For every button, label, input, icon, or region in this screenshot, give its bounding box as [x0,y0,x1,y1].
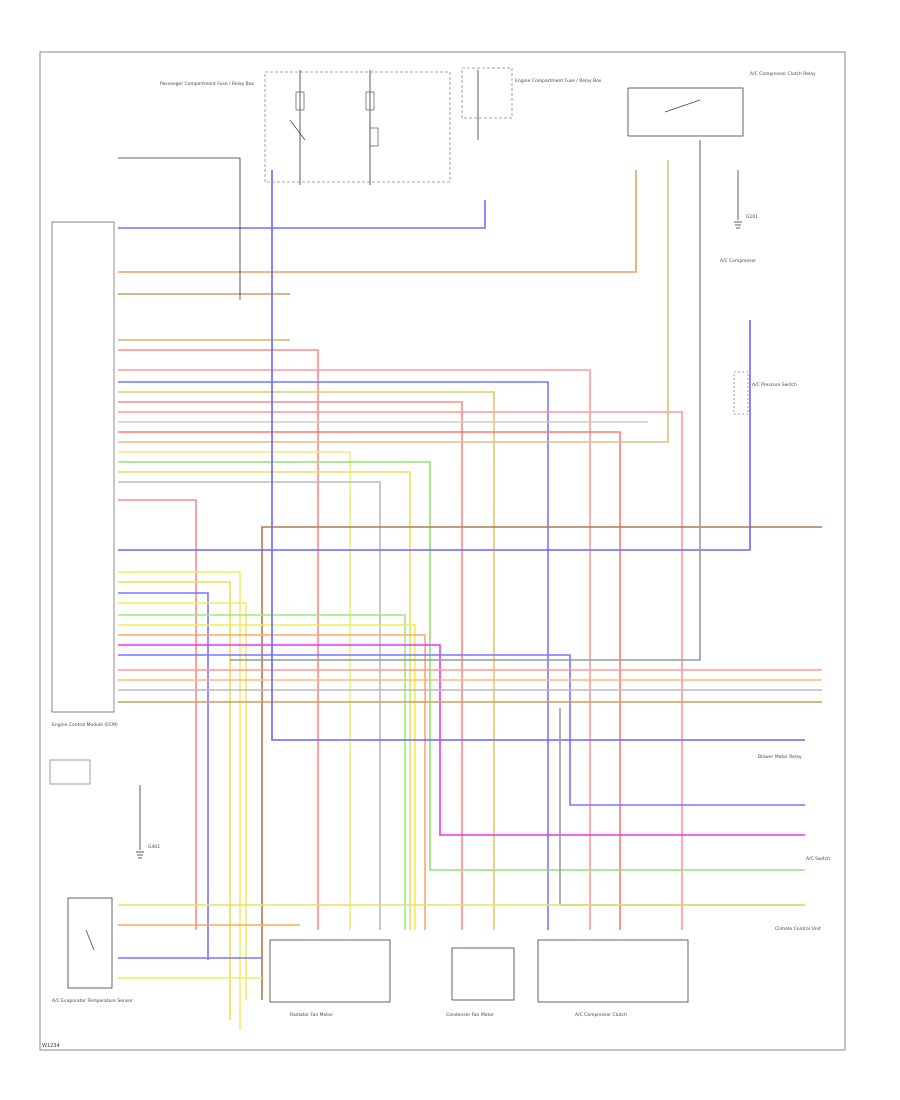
ground-left-label: G401 [148,844,160,850]
wire-blue-3 [118,654,805,806]
ground-left [136,851,144,859]
wire-blue-4 [271,170,805,741]
motor-2-label: Condenser Fan Motor [446,1012,494,1018]
motor-3-box [537,939,689,1003]
wire-blue-top [118,200,486,229]
junction-block-box [264,71,451,183]
wire-tan-3 [118,160,669,443]
compressor-label: A/C Compressor [720,258,756,264]
right-label-2: A/C Switch [806,856,830,862]
wire-yellow-5 [118,581,231,1020]
motor-1-box [269,939,391,1003]
motor-2-box [451,947,515,1001]
small-connector-box [49,759,91,785]
wire-blue-2 [118,592,209,960]
wire-yellow-7 [118,624,416,930]
hvac-unit-label: A/C Evaporator Temperature Sensor [52,998,133,1004]
wire-red-4 [118,411,683,930]
fuse-2 [365,91,375,111]
wires [118,70,822,1030]
ground-top-right [734,221,742,229]
wire-blue-mid [118,381,549,930]
ac-relay-box [627,87,744,137]
wire-brown-long [261,526,822,1000]
fuse-1 [295,91,305,111]
ground-right-label: G101 [746,214,758,220]
wire-black-1 [118,157,241,300]
wire-blue-long [118,320,751,551]
relay-switch [289,119,306,141]
ac-relay-switch [664,99,701,113]
ecu-label: Engine Control Module (ECM) [52,722,118,728]
wire-red-2 [118,369,591,930]
ecu-box [51,221,115,713]
thermo-switch-box [733,371,749,415]
fuse-panel-label: Engine Compartment Fuse / Relay Box [515,78,602,84]
wire-green-2 [118,614,406,930]
diagram-frame [39,51,846,1051]
fuse-3 [369,127,379,147]
thermo-switch-label: A/C Pressure Switch [752,382,797,388]
wire-yellow-3 [118,471,411,930]
wire-orange-top [118,170,637,273]
hvac-unit-switch [85,929,95,951]
wire-yellow-1 [118,391,495,930]
right-label-3: Climate Control Unit [775,926,821,932]
ac-relay-label: A/C Compressor Clutch Relay [750,71,816,77]
junction-block-label: Passenger Compartment Fuse / Relay Box [160,81,254,87]
wire-red-6 [118,499,197,930]
wire-gray-3 [230,140,701,661]
motor-3-label: A/C Compressor Clutch [575,1012,627,1018]
wire-yellow-2 [118,451,351,930]
hvac-unit-box [67,897,113,989]
wire-red-5 [118,431,621,930]
wire-red-1 [118,349,319,930]
wire-green-1 [118,461,805,871]
wire-yellow-6 [118,602,247,1000]
motor-1-label: Radiator Fan Motor [290,1012,333,1018]
wire-red-3 [118,401,463,930]
right-label-1: Blower Motor Relay [758,754,802,760]
fuse-panel-box [461,67,513,119]
diagram-code: W1234 [42,1043,60,1049]
wire-orange-2 [118,634,426,930]
wire-gray-2 [118,481,381,930]
wire-yellow-4 [118,571,241,1030]
